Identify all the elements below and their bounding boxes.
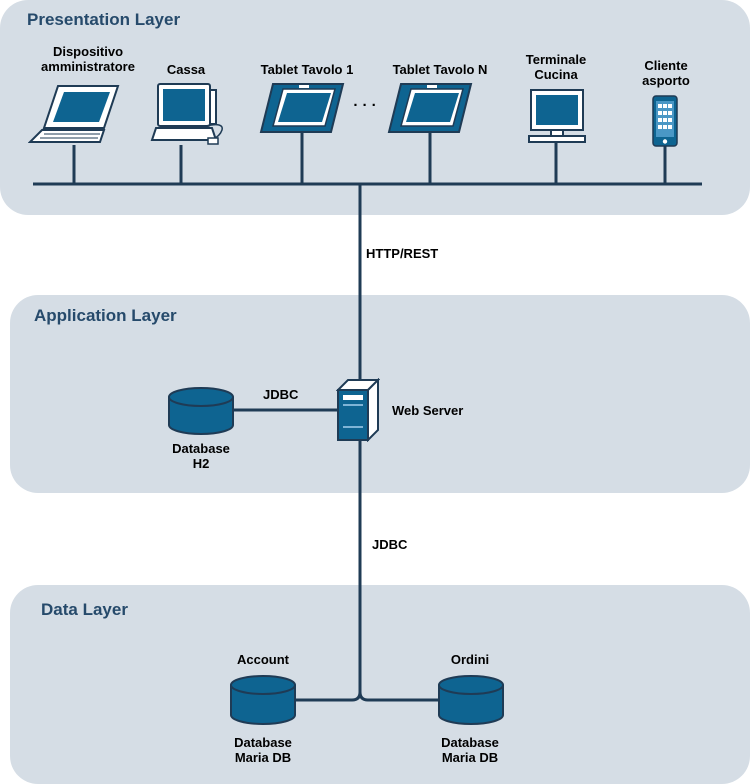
jdbc-h2-label: JDBC: [263, 387, 299, 402]
database-h2-label: Database H2: [172, 441, 230, 471]
web-server-label: Web Server: [392, 403, 464, 418]
ellipsis: · · ·: [353, 97, 377, 114]
database-account-icon[interactable]: [229, 675, 297, 730]
data-layer-title: Data Layer: [41, 600, 128, 619]
tablet1-label: Tablet Tavolo 1: [260, 62, 354, 77]
takeaway-client-label: Cliente asporto: [642, 58, 690, 88]
tabletN-label: Tablet Tavolo N: [392, 62, 488, 77]
cassa-label: Cassa: [166, 62, 206, 77]
account-title: Account: [237, 652, 289, 667]
database-h2-icon[interactable]: [167, 387, 235, 440]
presentation-layer-title: Presentation Layer: [27, 10, 181, 29]
smartphone-icon[interactable]: [651, 95, 679, 152]
jdbc-maria-label: JDBC: [372, 537, 408, 552]
laptop-icon[interactable]: [27, 84, 120, 151]
tablet-n-icon[interactable]: [387, 82, 473, 139]
http-rest-label: HTTP/REST: [366, 246, 439, 261]
pos-terminal-icon[interactable]: [150, 82, 228, 151]
maria-branch: [296, 691, 438, 702]
account-db-label: Database Maria DB: [234, 735, 292, 765]
application-layer-title: Application Layer: [34, 306, 177, 325]
monitor-icon[interactable]: [527, 88, 587, 149]
server-icon[interactable]: [335, 377, 381, 447]
kitchen-terminal-label: Terminale Cucina: [525, 52, 587, 82]
database-ordini-icon[interactable]: [437, 675, 505, 730]
presentation-layer: [0, 0, 750, 215]
ordini-title: Ordini: [450, 652, 490, 667]
application-layer: [10, 295, 750, 493]
data-layer: [10, 585, 750, 784]
tablet-1-icon[interactable]: [259, 82, 345, 139]
ordini-db-label: Database Maria DB: [441, 735, 499, 765]
admin-device-label: Dispositivo amministratore: [41, 44, 135, 74]
